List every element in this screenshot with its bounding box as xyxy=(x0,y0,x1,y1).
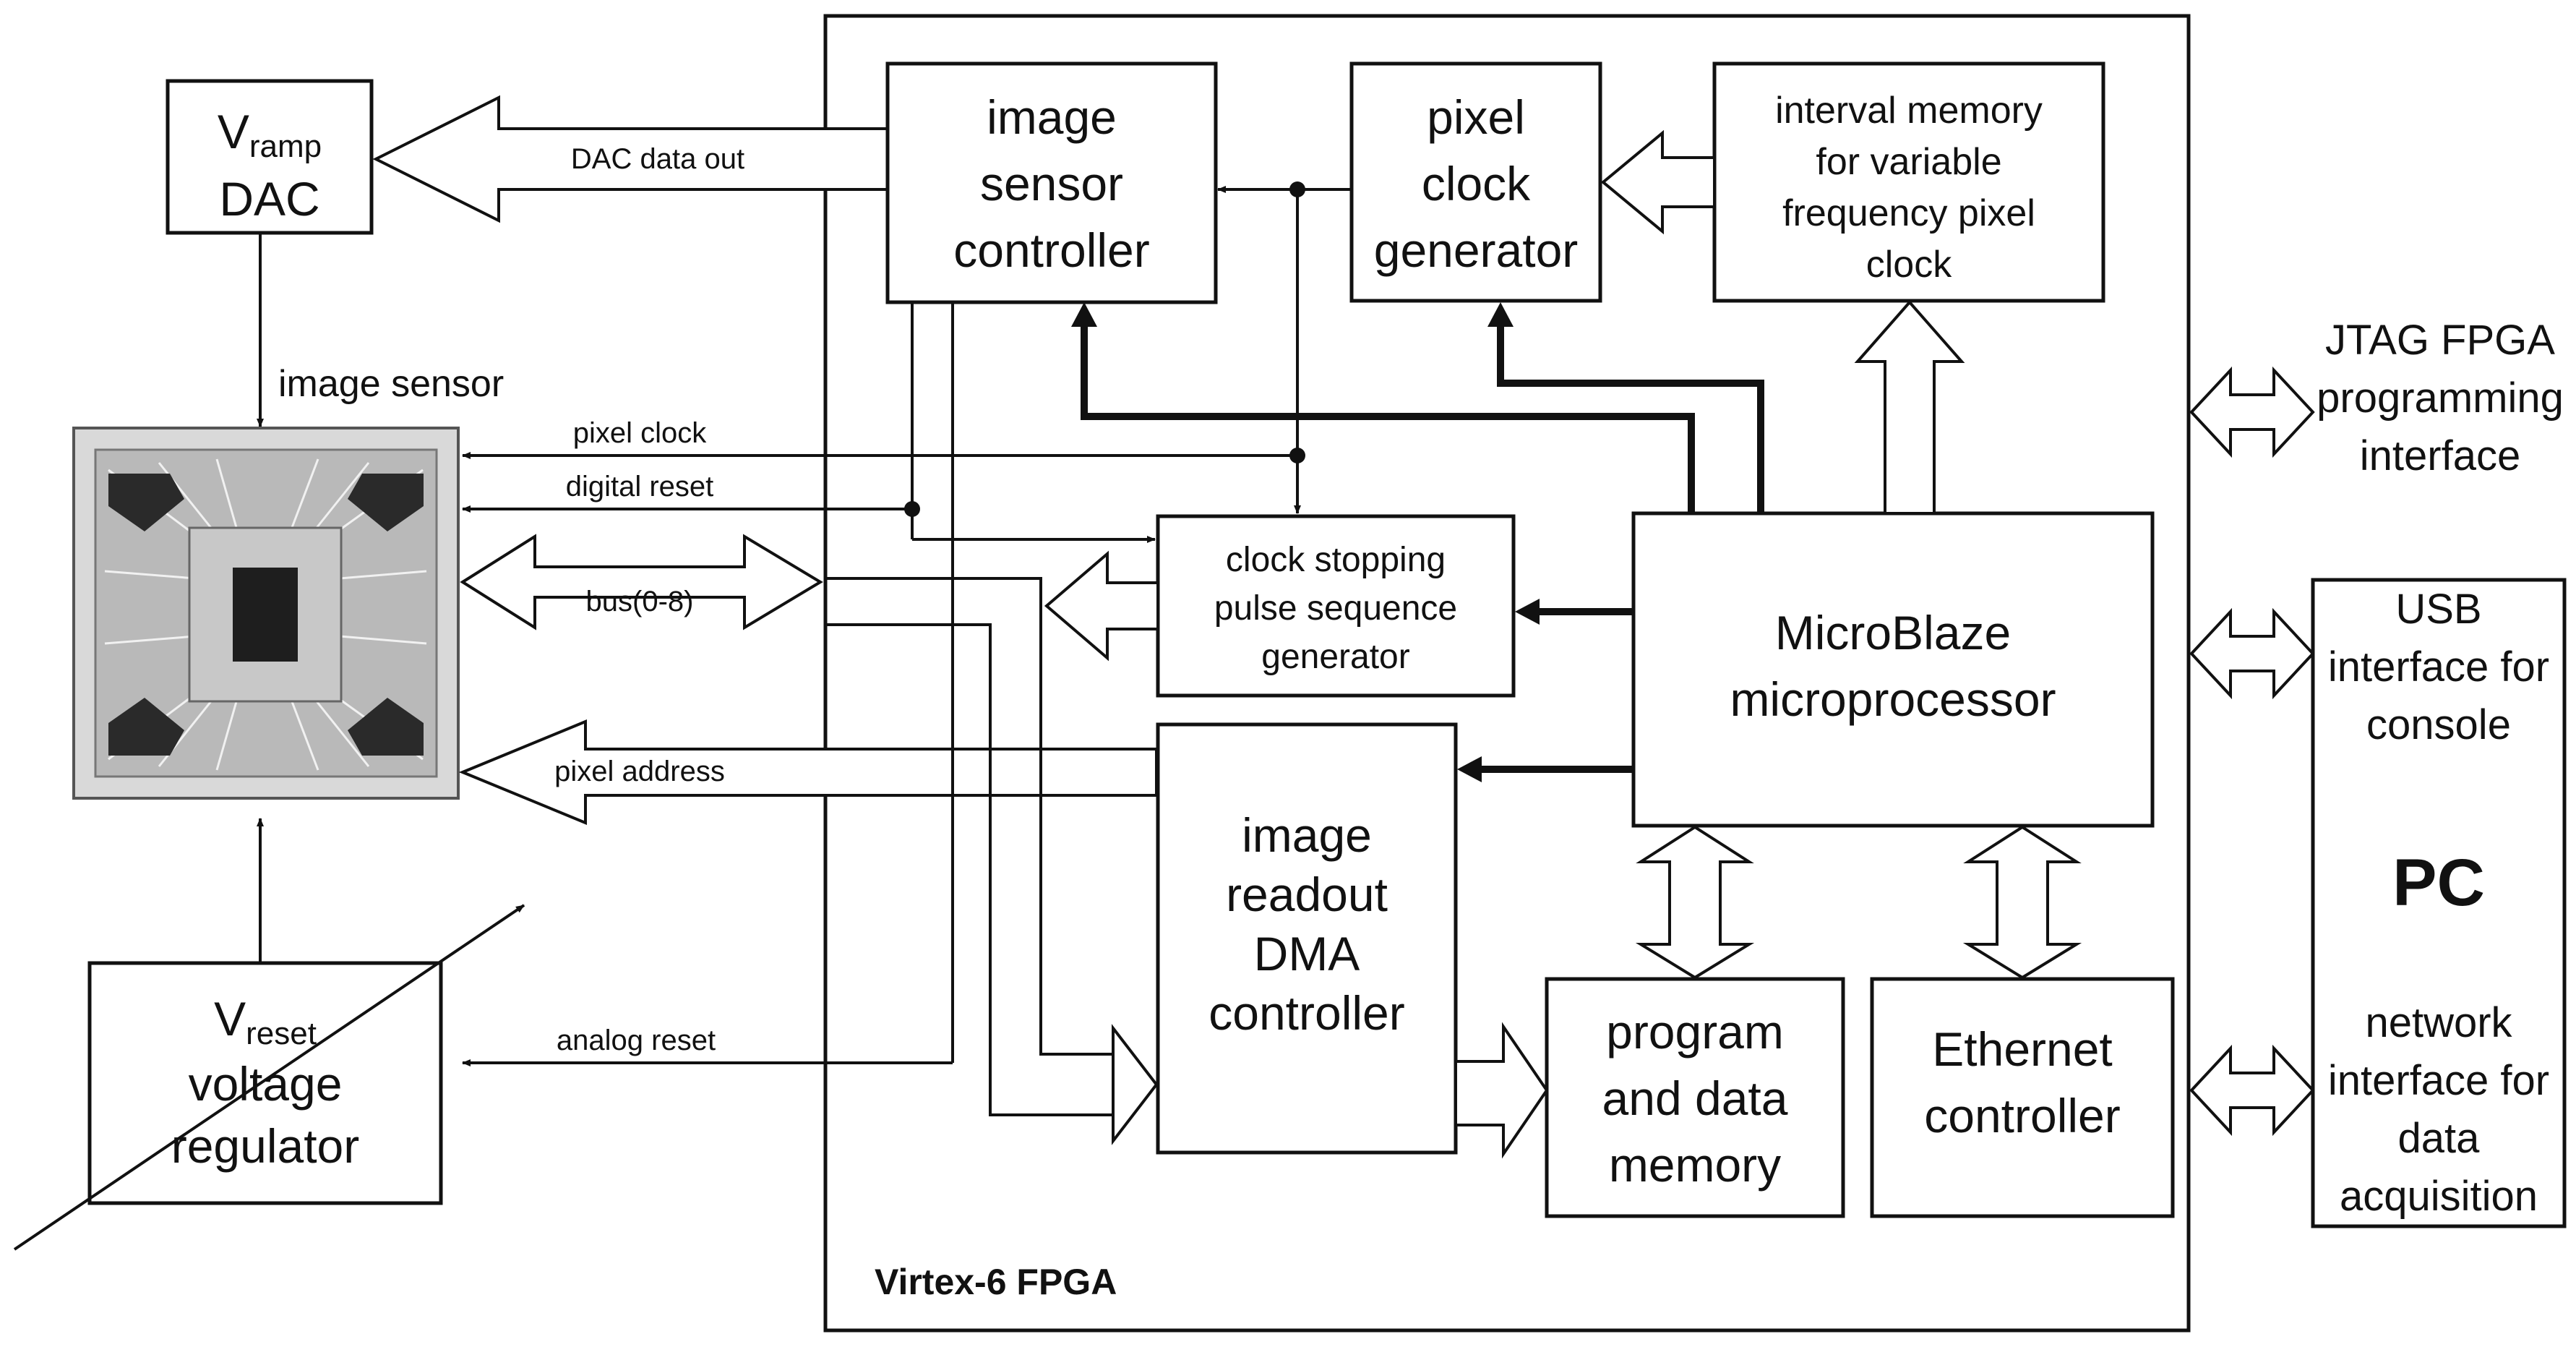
interval-memory-box xyxy=(1712,61,2105,303)
pc-net-line3: data xyxy=(2398,1115,2481,1162)
dma-line1: image xyxy=(1242,808,1372,862)
dma-controller-box xyxy=(1156,722,1458,1155)
usb-arrow xyxy=(2189,607,2315,700)
fpga-label: Virtex-6 FPGA xyxy=(875,1262,1117,1302)
jtag-line2: programming xyxy=(2317,375,2564,422)
isc-line1: image xyxy=(987,90,1117,144)
dac-data-out-label: DAC data out xyxy=(571,143,744,175)
image-sensor-label: image sensor xyxy=(278,363,504,405)
ethernet-controller-box xyxy=(1870,977,2175,1218)
pixel-clock-label: pixel clock xyxy=(573,417,708,449)
pdm-line3: memory xyxy=(1609,1138,1781,1192)
image-sensor-controller-box xyxy=(885,61,1218,304)
image-sensor-chip xyxy=(72,427,460,800)
bus-to-dma-line-b xyxy=(824,623,1113,1116)
bus-label: bus(0-8) xyxy=(586,586,694,617)
pcg-line2: clock xyxy=(1422,157,1531,210)
bus-to-dma-arrow xyxy=(1112,1024,1159,1145)
csp-line2: pulse sequence xyxy=(1214,589,1457,628)
imem-line4: clock xyxy=(1866,244,1952,286)
dac-data-out-arrow xyxy=(372,95,890,223)
pcg-line1: pixel xyxy=(1427,90,1525,144)
vramp-dac-label: Vramp xyxy=(218,105,322,164)
imem-line1: interval memory xyxy=(1775,90,2043,132)
vreset-line2: voltage xyxy=(189,1057,343,1111)
imem-line3: frequency pixel xyxy=(1782,192,2035,234)
csp-line1: clock stopping xyxy=(1226,541,1446,579)
eth-line1: Ethernet xyxy=(1932,1022,2113,1076)
mb-to-imem-arrow xyxy=(1854,299,1965,515)
bus-arrow xyxy=(460,534,823,630)
variable-arrow xyxy=(13,904,525,1251)
isc-line2: sensor xyxy=(980,157,1123,210)
pixel-clock-generator-box xyxy=(1349,61,1602,303)
pcg-line3: generator xyxy=(1374,223,1579,277)
mb-memory-bus-arrow xyxy=(1635,825,1755,980)
pc-usb-line3: console xyxy=(2366,701,2511,748)
vramp-dac-title: DAC xyxy=(219,172,319,226)
pixel-address-arrow xyxy=(458,719,1158,825)
jtag-line3: interface xyxy=(2360,432,2520,479)
bus-to-dma-line-a xyxy=(824,577,1113,1056)
pc-net-line4: acquisition xyxy=(2340,1173,2538,1220)
microblaze-box xyxy=(1631,511,2155,828)
mb-to-isc-line xyxy=(1081,318,1695,513)
mb-to-dma-head xyxy=(1457,756,1482,782)
analog-reset-label: analog reset xyxy=(557,1025,716,1056)
isc-line3: controller xyxy=(953,223,1149,277)
network-arrow xyxy=(2189,1044,2315,1137)
mb-line2: microprocessor xyxy=(1730,672,2056,726)
vreset-line3: regulator xyxy=(171,1119,360,1173)
program-data-memory-box xyxy=(1545,977,1845,1218)
pixel-address-label: pixel address xyxy=(554,756,725,787)
clock-stopping-generator-box xyxy=(1156,514,1516,698)
mb-to-csp-head xyxy=(1515,599,1540,625)
pc-net-line2: interface for xyxy=(2328,1057,2549,1104)
vreset-regulator-box xyxy=(87,961,443,1205)
mb-line1: MicroBlaze xyxy=(1775,606,2011,659)
dma-to-memory-arrow xyxy=(1454,1022,1549,1159)
junction-digital-reset xyxy=(904,501,920,517)
pdm-line1: program xyxy=(1606,1005,1784,1059)
pc-net-line1: network xyxy=(2365,999,2512,1046)
vramp-dac-box xyxy=(166,79,374,235)
csp-line3: generator xyxy=(1261,638,1409,676)
pc-box xyxy=(2311,578,2567,1228)
eth-line2: controller xyxy=(1924,1089,2120,1142)
pc-usb-line1: USB xyxy=(2395,586,2481,633)
imem-line2: for variable xyxy=(1816,141,2001,183)
junction-pcg xyxy=(1289,181,1305,197)
jtag-arrow xyxy=(2189,366,2315,458)
dma-line3: DMA xyxy=(1254,927,1360,980)
mb-ethernet-bus-arrow xyxy=(1962,825,2082,980)
dma-line2: readout xyxy=(1226,868,1388,921)
mb-to-isc-head xyxy=(1071,302,1097,327)
vreset-label: Vreset xyxy=(214,992,317,1051)
imem-to-pcg-arrow xyxy=(1600,129,1716,235)
mb-to-pcg-head xyxy=(1487,302,1514,327)
pc-title: PC xyxy=(2392,846,2485,920)
pdm-line2: and data xyxy=(1602,1072,1788,1125)
pc-usb-line2: interface for xyxy=(2328,643,2549,690)
digital-reset-label: digital reset xyxy=(566,471,714,503)
dma-line4: controller xyxy=(1208,986,1404,1040)
mb-to-pcg-line xyxy=(1497,318,1764,513)
csp-to-bus-arrow xyxy=(1044,550,1159,662)
junction-pixel-clock xyxy=(1289,448,1305,463)
jtag-line1: JTAG FPGA xyxy=(2325,317,2555,364)
